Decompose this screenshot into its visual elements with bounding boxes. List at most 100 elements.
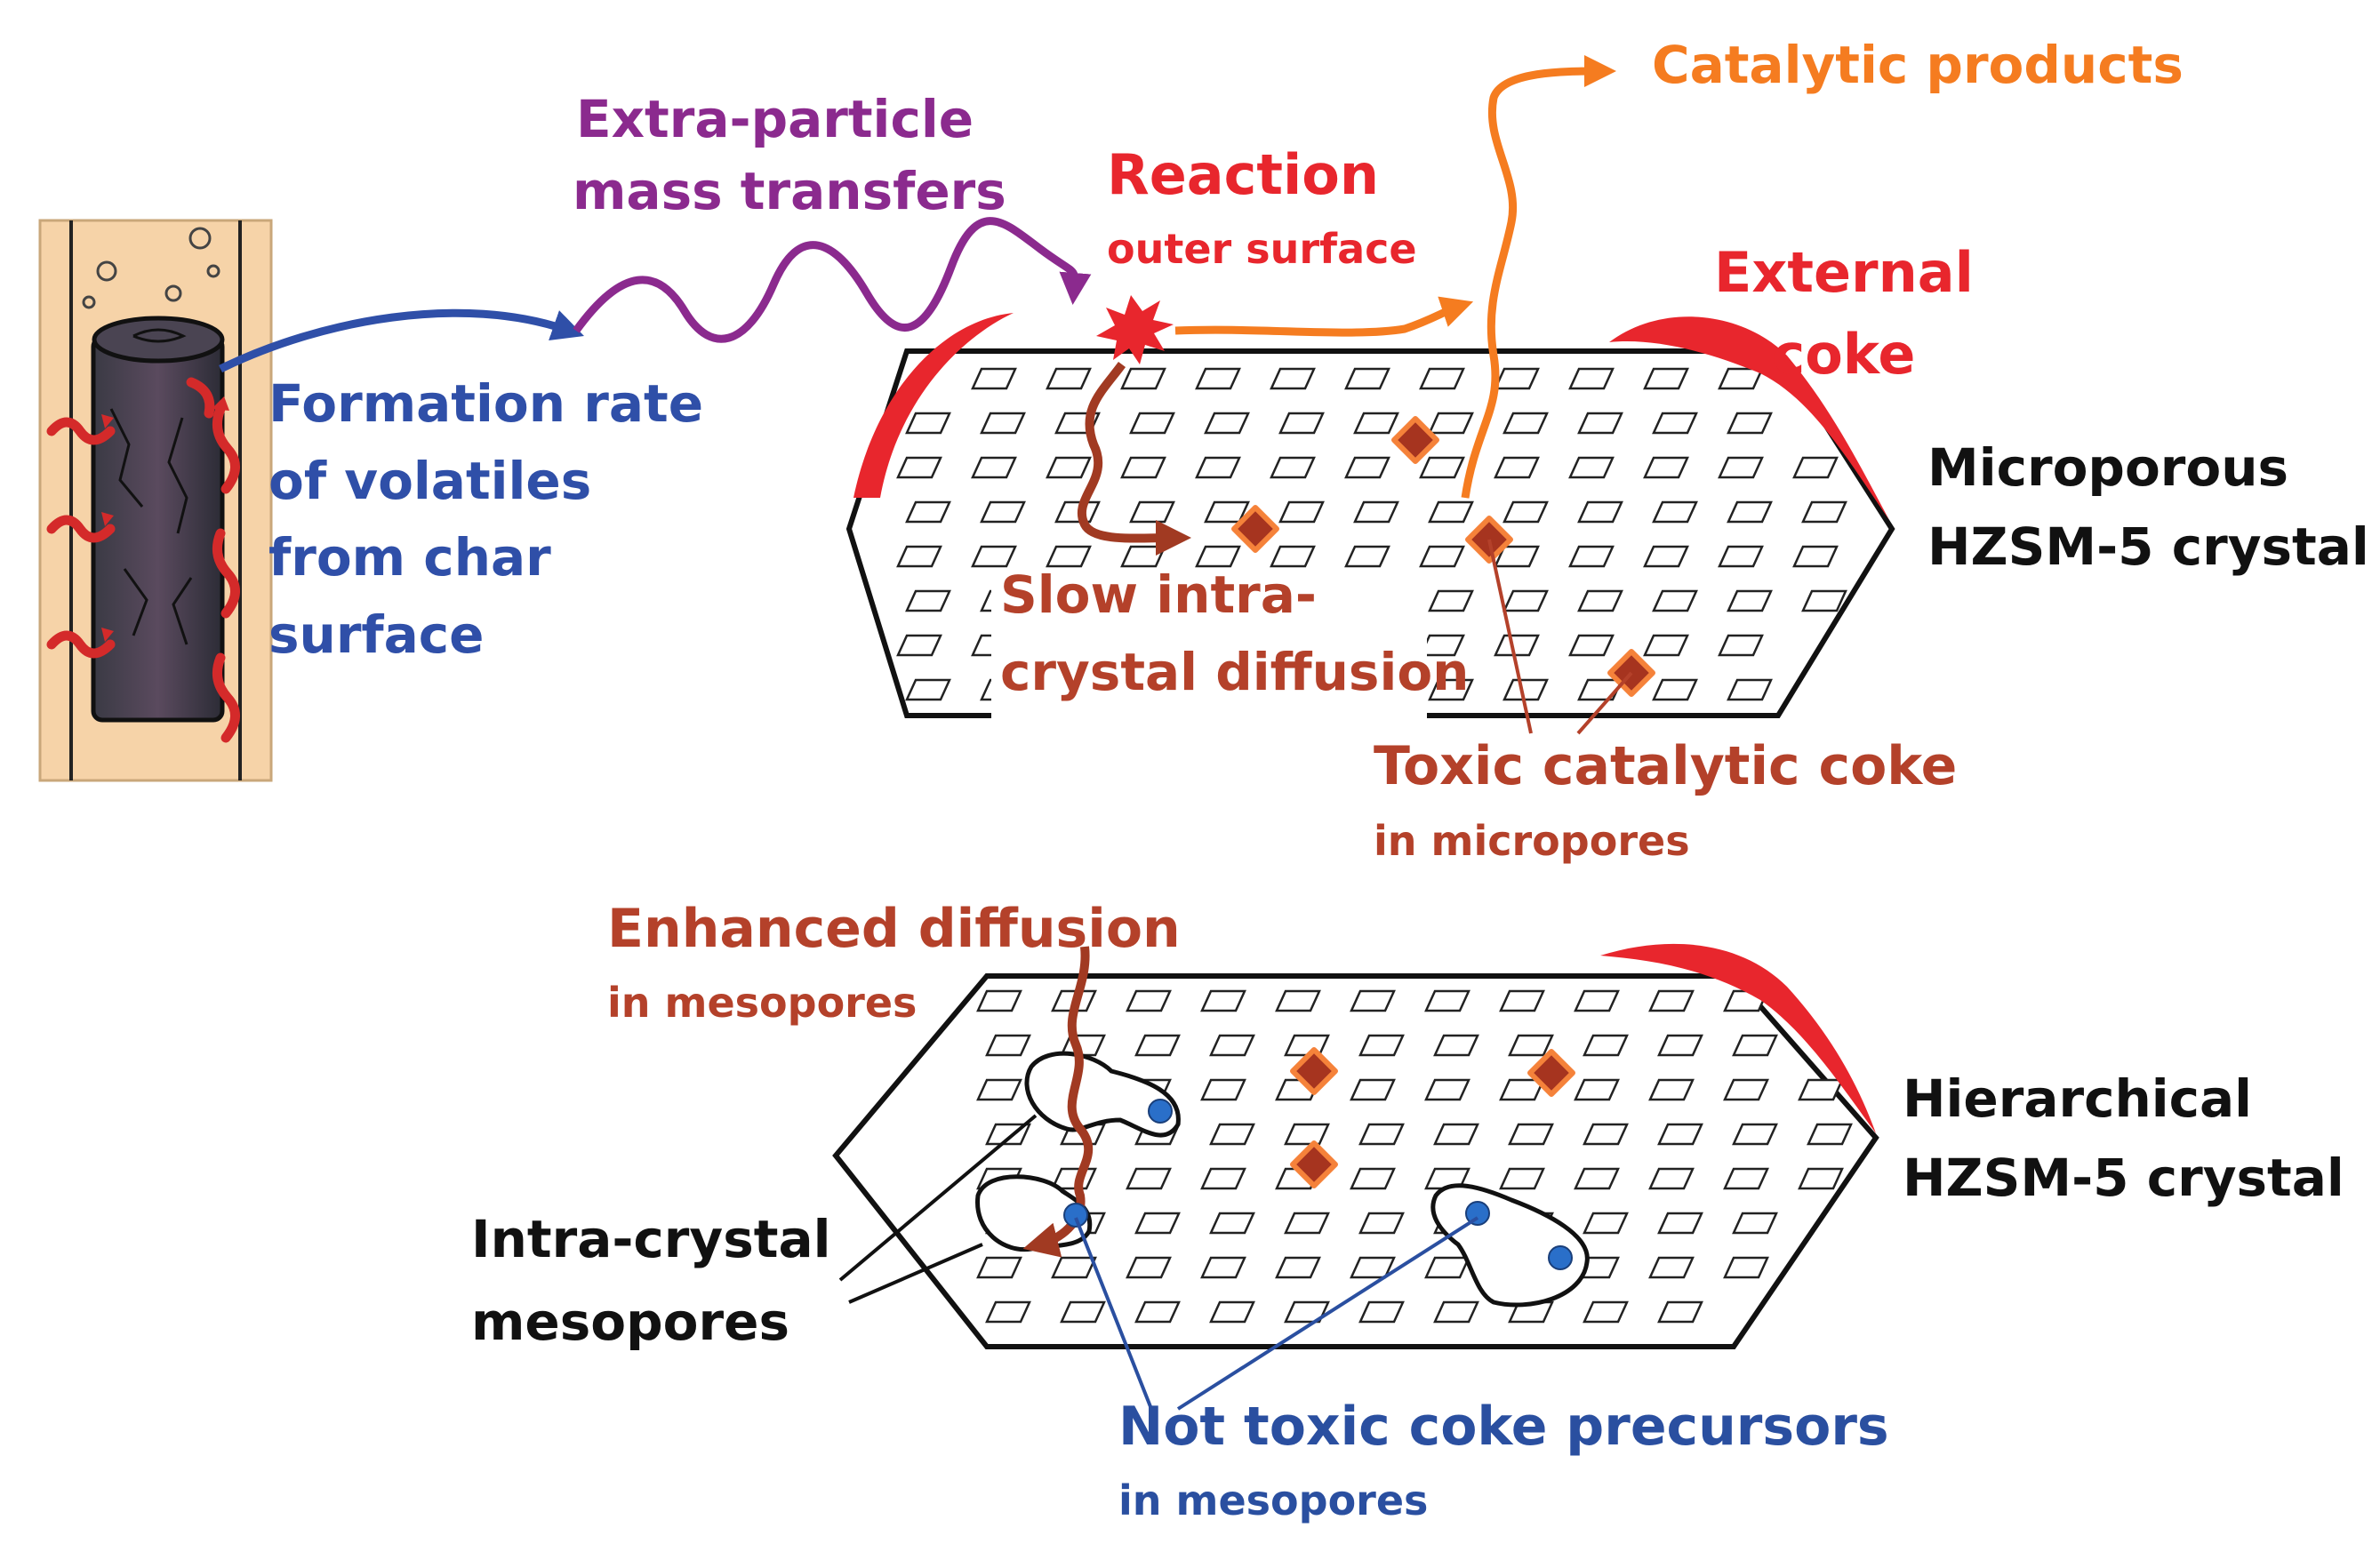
pore: [1126, 1167, 1172, 1190]
pore: [905, 412, 951, 435]
pore: [1652, 589, 1698, 612]
pore: [1718, 545, 1764, 568]
pore: [1723, 1078, 1769, 1101]
products-arrow-main: [1461, 55, 1616, 499]
formation-rate-line-2: of volatiles: [268, 450, 592, 511]
pore: [1270, 456, 1316, 479]
formation-rate-line-3: from char: [268, 527, 551, 588]
pore: [1648, 1256, 1695, 1279]
pore: [1433, 1300, 1479, 1324]
pore: [1494, 367, 1540, 390]
microporous-crystal: [845, 348, 1895, 724]
toxic-coke-diamond: [1391, 416, 1439, 464]
pore: [1503, 678, 1549, 701]
pore: [1798, 1078, 1844, 1101]
pore: [1718, 634, 1764, 657]
pore: [1046, 456, 1092, 479]
pore: [1657, 1123, 1703, 1146]
pore: [1419, 367, 1465, 390]
pore: [896, 545, 942, 568]
pore: [1503, 500, 1549, 524]
pore: [1503, 589, 1549, 612]
pore: [1494, 456, 1540, 479]
pore: [1508, 1034, 1554, 1057]
coke-precursor-dots: [1063, 1099, 1573, 1270]
pore: [1652, 500, 1698, 524]
formation-rate-line-1: Formation rate: [268, 373, 704, 434]
pore: [1792, 456, 1839, 479]
pore: [896, 634, 942, 657]
pore: [1583, 1034, 1629, 1057]
enhanced-diffusion-subtitle: in mesopores: [607, 979, 918, 1027]
external-coke-right: [1609, 316, 1889, 520]
pore: [1657, 1034, 1703, 1057]
pore: [1583, 1212, 1629, 1235]
pore: [1657, 1212, 1703, 1235]
pore: [1643, 456, 1689, 479]
pore: [1792, 545, 1839, 568]
label-backdrop: [991, 569, 1427, 724]
pore: [1046, 545, 1092, 568]
pore: [1801, 500, 1847, 524]
pore: [1723, 1256, 1769, 1279]
biomass-char-particle: [38, 219, 273, 782]
extra-particle-label: Extra-particle mass transfers: [573, 87, 1006, 223]
pore: [1577, 589, 1623, 612]
volatiles-arrow: [219, 308, 584, 373]
pore: [1648, 1167, 1695, 1190]
precursor-leaders: [1074, 1216, 1479, 1411]
external-coke-line-1: External: [1714, 240, 1974, 305]
pore: [1494, 634, 1540, 657]
pore: [1727, 678, 1773, 701]
extra-particle-line-1: Extra-particle: [576, 89, 974, 149]
pore: [1718, 456, 1764, 479]
pore: [905, 678, 951, 701]
pore: [1577, 500, 1623, 524]
pore: [1568, 545, 1615, 568]
pore: [1568, 634, 1615, 657]
slow-diffusion-label: Slow intra- crystal diffusion: [1000, 563, 1469, 704]
pore: [1652, 678, 1698, 701]
pore: [1200, 1078, 1246, 1101]
pore: [1344, 545, 1390, 568]
pore: [1120, 545, 1166, 568]
toxic-coke-leader-2: [1576, 671, 1633, 735]
pore: [976, 1078, 1022, 1101]
external-coke-left: [853, 313, 1014, 498]
pore: [1284, 1034, 1330, 1057]
pore: [905, 500, 951, 524]
pore: [1350, 1167, 1396, 1190]
pore: [1568, 456, 1615, 479]
pore: [1275, 989, 1321, 1012]
pore: [1209, 1123, 1255, 1146]
pore: [1657, 1300, 1703, 1324]
pore: [1200, 1167, 1246, 1190]
mesopore-1: [1024, 1051, 1181, 1138]
pore: [1643, 367, 1689, 390]
pore: [1358, 1212, 1405, 1235]
pore: [1284, 1123, 1330, 1146]
pore: [1204, 412, 1250, 435]
reaction-subtitle: outer surface: [1107, 225, 1417, 273]
pore: [1499, 989, 1545, 1012]
catalytic-products-label: Catalytic products: [1652, 35, 2184, 95]
pore: [1353, 412, 1399, 435]
hierarchical-label: Hierarchical HZSM-5 crystal: [1903, 1067, 2344, 1210]
pore: [1508, 1123, 1554, 1146]
pore: [1419, 456, 1465, 479]
pore: [1732, 1034, 1778, 1057]
pore: [1270, 367, 1316, 390]
pore: [1200, 1256, 1246, 1279]
external-coke-line-2: coke: [1772, 321, 1916, 387]
pore: [1424, 989, 1470, 1012]
pore: [971, 456, 1017, 479]
pore: [1643, 634, 1689, 657]
formation-rate-line-4: surface: [268, 604, 485, 665]
toxic-coke-title: Toxic catalytic coke: [1374, 735, 1958, 797]
pore: [1353, 500, 1399, 524]
pore: [1129, 412, 1175, 435]
mesopore-leaders: [838, 1114, 1038, 1304]
microporous-line-1: Microporous: [1927, 437, 2289, 498]
